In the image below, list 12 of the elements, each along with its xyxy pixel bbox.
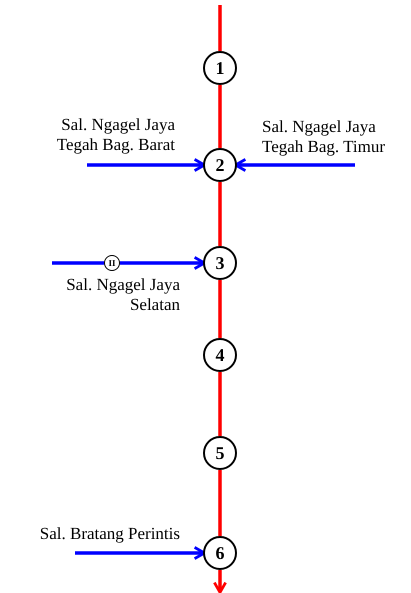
numbered-circle: 5 — [203, 436, 237, 470]
numbered-circle: 3 — [203, 246, 237, 280]
numbered-circle: 1 — [203, 51, 237, 85]
channel-label: Sal. Ngagel Jaya Tegah Bag. Barat — [56, 115, 175, 155]
channel-label: Sal. Ngagel Jaya Tegah Bag. Timur — [262, 117, 386, 157]
channel-label: Sal. Ngagel Jaya Selatan — [65, 275, 180, 315]
arrow — [213, 570, 227, 593]
numbered-circle: 6 — [203, 536, 237, 570]
channel-label: Sal. Bratang Perintis — [38, 524, 180, 544]
numbered-circle: 4 — [203, 338, 237, 372]
numbered-circle: 2 — [203, 148, 237, 182]
numbered-circle: II — [104, 255, 120, 271]
